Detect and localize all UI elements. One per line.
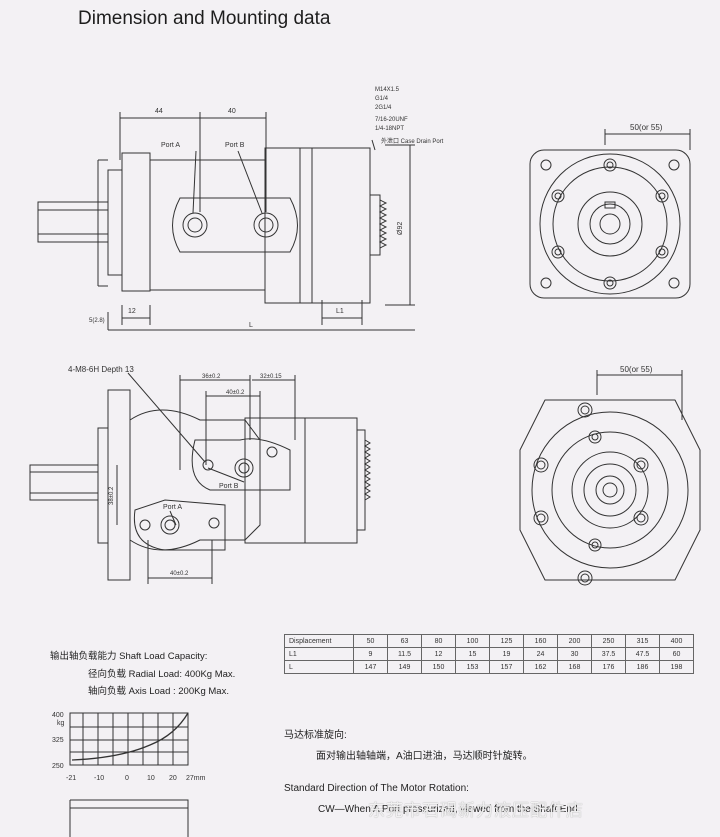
table-cell: 168 [557, 660, 592, 674]
dim-12: 12 [128, 308, 136, 315]
table-cell: 30 [557, 647, 592, 661]
table-cell: 400 [659, 634, 694, 648]
table-cell: 11.5 [387, 647, 422, 661]
dim-40: 40 [228, 108, 236, 115]
dim-40a: 40±0.2 [226, 390, 245, 396]
load-chart [69, 712, 189, 837]
chart-y-250: 250 [52, 763, 64, 770]
table-row: L1 9 11.5 12 15 19 24 30 37.5 47.5 60 [284, 647, 694, 661]
table-cell: 149 [387, 660, 422, 674]
table-cell: 150 [421, 660, 456, 674]
rotation-cn-title: 马达标准旋向: [284, 730, 347, 741]
chart-x-6: 27mm [186, 775, 206, 782]
table-cell: 80 [421, 634, 456, 648]
dia-92: Ø92 [397, 222, 404, 235]
chart-y-325: 325 [52, 737, 64, 744]
table-cell: 60 [659, 647, 694, 661]
table-cell: 12 [421, 647, 456, 661]
table-cell: 19 [489, 647, 524, 661]
table-cell: 176 [591, 660, 626, 674]
dim-36: 36±0.2 [202, 374, 221, 380]
dim-l1: L1 [336, 308, 344, 315]
chart-x-3: 0 [125, 775, 129, 782]
table-cell: 37.5 [591, 647, 626, 661]
chart-x-1: -21 [66, 775, 76, 782]
chart-x-2: -10 [94, 775, 104, 782]
thread-3: 2G1/4 [375, 105, 392, 111]
table-cell: 153 [455, 660, 490, 674]
dim-32: 32±0.15 [260, 374, 282, 380]
table-row-label: L [284, 660, 354, 674]
table-cell: 186 [625, 660, 660, 674]
chart-x-5: 20 [169, 775, 177, 782]
chart-y-kg: kg [57, 720, 65, 727]
thread-1: M14X1.5 [375, 87, 400, 93]
dim-l: L [249, 322, 253, 329]
thread-4: 7/16-20UNF [375, 117, 408, 123]
table-cell: 15 [455, 647, 490, 661]
table-row: L 147 149 150 153 157 162 168 176 186 19… [284, 660, 694, 674]
label-port-a-top: Port A [161, 142, 180, 149]
dim-40b: 40±0.2 [170, 571, 189, 577]
table-cell: 200 [557, 634, 592, 648]
radial-load: 径向负载 Radial Load: 400Kg Max. [88, 669, 236, 680]
displacement-table: Displacement 50 63 80 100 125 160 200 25… [284, 634, 694, 674]
table-cell: 157 [489, 660, 524, 674]
hole-label: 4-M8-6H Depth 13 [68, 365, 134, 374]
dim-38: 38±0.2 [109, 486, 115, 505]
label-port-b-bottom: Port B [219, 483, 239, 490]
face-dim-bottom: 50(or 55) [620, 365, 653, 374]
table-cell: 50 [353, 634, 388, 648]
bottom-side-view [29, 372, 371, 584]
bottom-front-face [519, 370, 701, 586]
drain-label: 外泄口 Case Drain Port [381, 137, 444, 145]
table-cell: 160 [523, 634, 558, 648]
load-title: 输出轴负载能力 Shaft Load Capacity: [50, 651, 208, 662]
label-port-b-top: Port B [225, 142, 245, 149]
table-cell: 100 [455, 634, 490, 648]
table-cell: 9 [353, 647, 388, 661]
chart-x-4: 10 [147, 775, 155, 782]
table-cell: 147 [353, 660, 388, 674]
table-cell: 162 [523, 660, 558, 674]
axial-load: 轴向负载 Axis Load : 200Kg Max. [88, 686, 229, 697]
table-header: Displacement [284, 634, 354, 648]
table-cell: 63 [387, 634, 422, 648]
table-cell: 198 [659, 660, 694, 674]
table-cell: 24 [523, 647, 558, 661]
rotation-en-text: CW—When A Port pressurized, viewed from … [318, 804, 581, 815]
rotation-en-title: Standard Direction of The Motor Rotation… [284, 783, 469, 794]
face-dim-top: 50(or 55) [630, 123, 663, 132]
table-cell: 250 [591, 634, 626, 648]
top-side-view [37, 112, 415, 331]
thread-5: 1/4-18NPT [375, 126, 404, 132]
chart-y-400: 400 [52, 712, 64, 719]
table-row-label: L1 [284, 647, 354, 661]
thread-2: G1/4 [375, 96, 389, 102]
watermark: 东莞市石碣新力液压配件店 [368, 801, 584, 820]
table-cell: 315 [625, 634, 660, 648]
page-title: Dimension and Mounting data [78, 8, 331, 29]
label-port-a-bottom: Port A [163, 504, 182, 511]
top-front-face [529, 129, 691, 299]
dim-44: 44 [155, 108, 163, 115]
table-cell: 47.5 [625, 647, 660, 661]
table-cell: 125 [489, 634, 524, 648]
rotation-cn-text: 面对输出轴轴端，A油口进油，马达顺时针旋转。 [316, 751, 533, 762]
table-row: Displacement 50 63 80 100 125 160 200 25… [284, 634, 694, 648]
dim-5: 5(2.8) [89, 318, 105, 324]
